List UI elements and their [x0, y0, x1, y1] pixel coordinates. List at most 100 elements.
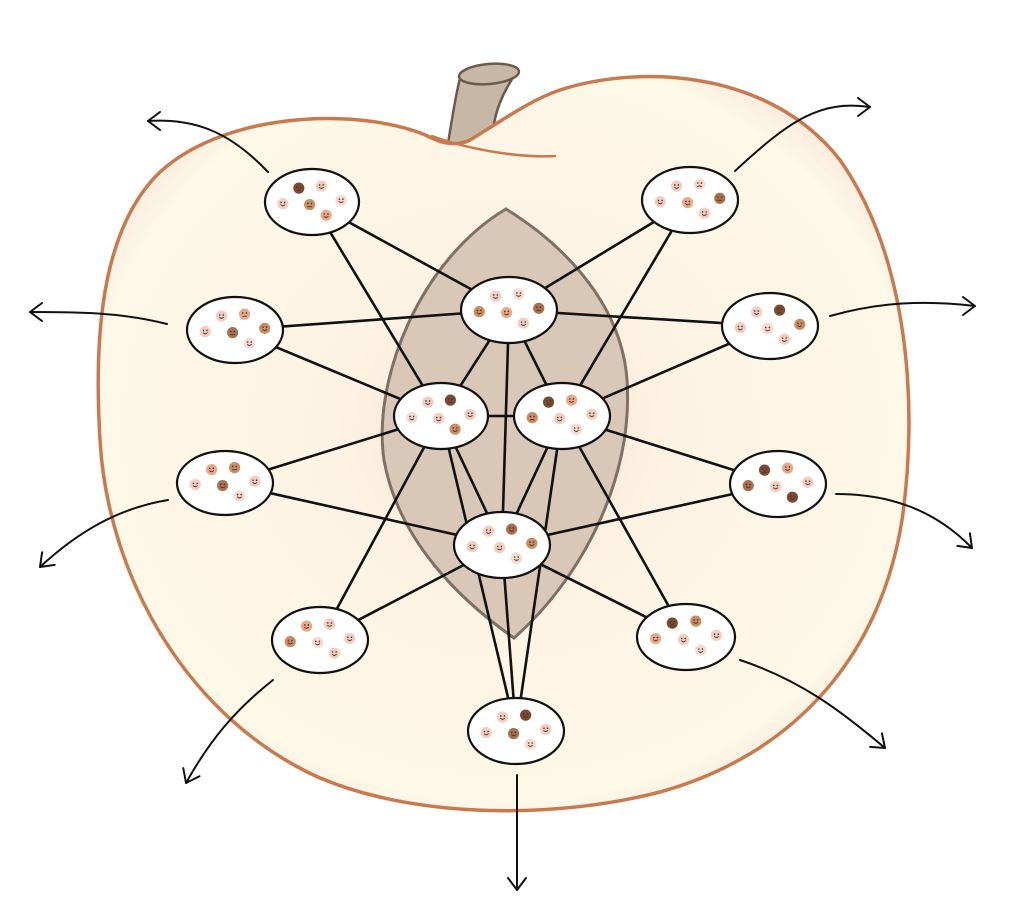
face-icon	[666, 617, 678, 629]
face-head	[758, 464, 771, 476]
face-eye	[252, 479, 254, 482]
face-head	[517, 317, 530, 329]
network-edge	[500, 309, 511, 546]
face-mouth	[516, 294, 522, 297]
face-icon	[328, 647, 340, 659]
face-eye	[700, 182, 703, 184]
face-eye	[685, 200, 687, 203]
face-icon	[786, 491, 799, 503]
face-mouth	[500, 717, 506, 720]
face-eye	[451, 398, 454, 400]
face-eye	[781, 337, 784, 339]
face-eye	[347, 636, 349, 638]
face-eye	[245, 312, 248, 314]
face-icon	[694, 178, 706, 190]
face-eye	[520, 321, 523, 323]
face-eye	[218, 314, 221, 316]
face-head	[542, 396, 555, 408]
nodes-layer	[175, 165, 828, 766]
face-eye	[546, 727, 549, 729]
face-eye	[439, 416, 442, 419]
face-eye	[545, 400, 548, 402]
face-eye	[780, 308, 783, 310]
face-mouth	[697, 185, 703, 188]
face-eye	[523, 713, 525, 715]
face-eye	[701, 648, 704, 650]
face-icon	[794, 318, 806, 330]
outflow-bottom-arrow	[507, 774, 527, 891]
face-eye	[338, 198, 341, 200]
face-head	[554, 413, 566, 425]
face-mouth	[529, 418, 535, 421]
face-eye	[669, 621, 672, 623]
face-eye	[350, 636, 353, 638]
face-icon	[422, 396, 434, 408]
face-eye	[342, 198, 344, 200]
face-eye	[673, 184, 676, 186]
n-top-left	[263, 167, 361, 237]
face-mouth	[543, 730, 549, 732]
n-bottom-right	[635, 602, 737, 672]
face-eye	[291, 639, 293, 642]
face-eye	[310, 202, 313, 205]
face-head	[510, 552, 522, 564]
face-icon	[300, 620, 313, 632]
face-eye	[330, 622, 333, 624]
face-icon	[586, 408, 598, 420]
face-eye	[543, 727, 545, 729]
face-icon	[554, 413, 566, 425]
face-eye	[531, 742, 533, 744]
face-eye	[222, 314, 225, 316]
face-eye	[529, 541, 531, 543]
outflow-curve	[29, 311, 168, 325]
face-head	[496, 711, 509, 723]
face-head	[670, 180, 683, 192]
arrowhead-icon	[869, 732, 886, 749]
face-eye	[476, 309, 479, 312]
face-head	[480, 727, 492, 739]
face-mouth	[318, 186, 324, 189]
face-eye	[469, 544, 472, 547]
n-mid-right	[720, 291, 820, 361]
face-eye	[318, 184, 321, 186]
outflow-curve	[147, 119, 269, 173]
face-eye	[250, 341, 252, 343]
face-head	[586, 408, 598, 420]
face-icon	[199, 326, 211, 338]
face-head	[677, 634, 690, 646]
face-icon	[496, 711, 509, 723]
face-eye	[785, 466, 787, 468]
face-icon	[513, 288, 525, 300]
face-eye	[327, 213, 329, 215]
face-head	[239, 308, 251, 320]
face-head	[794, 318, 806, 330]
face-mouth	[698, 650, 704, 653]
face-eye	[788, 466, 791, 468]
face-mouth	[209, 470, 215, 473]
face-eye	[235, 465, 238, 468]
face-icon	[449, 423, 461, 435]
face-eye	[526, 713, 529, 715]
face-mouth	[685, 203, 691, 206]
face-eye	[717, 633, 719, 635]
face-mouth	[789, 497, 795, 500]
face-mouth	[483, 733, 489, 736]
face-head	[533, 302, 545, 314]
face-mouth	[504, 313, 510, 316]
face-head	[714, 192, 726, 204]
face-head	[506, 523, 518, 535]
face-eye	[307, 624, 310, 626]
face-icon	[320, 209, 332, 221]
face-mouth	[785, 468, 791, 471]
face-eye	[499, 715, 502, 717]
face-head	[229, 462, 241, 474]
face-mouth	[436, 419, 442, 422]
face-eye	[480, 309, 482, 312]
face-head	[466, 541, 478, 553]
face-mouth	[797, 325, 803, 327]
outflow-curve	[835, 493, 973, 549]
face-eye	[793, 495, 795, 497]
face-icon	[315, 180, 327, 192]
arrowhead-icon	[956, 532, 973, 549]
face-icon	[229, 462, 241, 474]
